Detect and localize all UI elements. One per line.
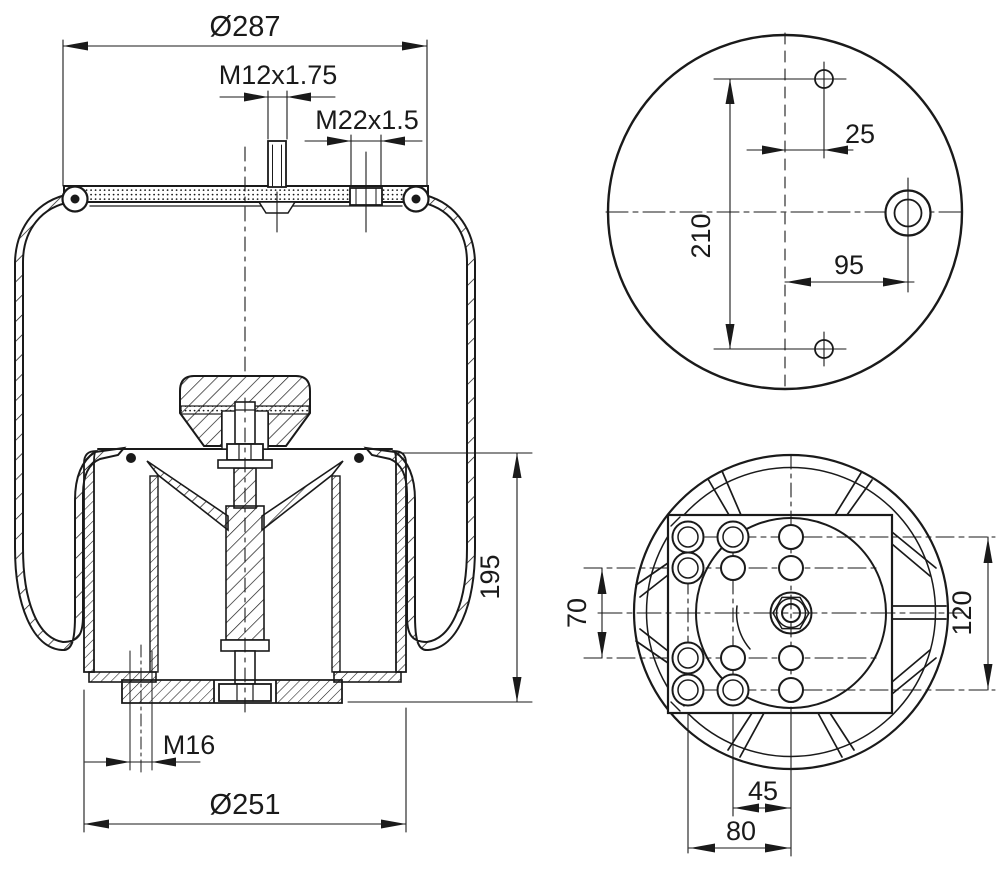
dim-hole-pair-spacing: 70 <box>562 567 607 659</box>
dim-label-stud-spacing: 210 <box>686 213 716 258</box>
dim-label-air-port: M22x1.5 <box>315 105 419 135</box>
dim-stud-spacing: 210 <box>686 78 847 350</box>
dim-label-top-diameter: Ø287 <box>210 11 281 43</box>
bead-dot-left <box>126 453 136 463</box>
m16-hole-lines <box>129 644 153 776</box>
dim-label-stud-offset: 25 <box>845 119 875 149</box>
dim-label-bottom-stud: M16 <box>163 730 216 760</box>
bead-dot-right <box>354 453 364 463</box>
section-centerlines <box>244 146 367 715</box>
dim-label-hole-offset-a: 45 <box>748 776 778 806</box>
dim-bottom-stud: M16 <box>84 730 216 767</box>
dim-label-port-offset: 95 <box>834 250 864 280</box>
m12-stud <box>257 140 297 214</box>
top-view: 210 25 95 <box>605 32 965 392</box>
dim-top-stud: M12x1.75 <box>219 60 338 140</box>
dim-label-bottom-diameter: Ø251 <box>210 789 281 821</box>
dim-hole-offset-b: 80 <box>688 816 792 853</box>
dim-bottom-diameter: Ø251 <box>83 689 407 833</box>
ribs <box>635 470 947 758</box>
dim-top-diameter: Ø287 <box>62 11 428 187</box>
bolt-holes <box>671 520 804 707</box>
dim-label-plate-span: 120 <box>947 590 977 635</box>
plate-bead-right <box>402 185 430 213</box>
dim-label-piston-height: 195 <box>475 554 505 599</box>
dim-label-hole-offset-b: 80 <box>726 816 756 846</box>
dim-label-hole-pair-spacing: 70 <box>562 598 592 628</box>
plate-bead-left <box>61 185 89 213</box>
dim-hole-offset-a: 45 <box>732 776 792 813</box>
top-plate <box>61 140 430 214</box>
dim-piston-height: 195 <box>347 452 533 703</box>
dim-plate-span: 120 <box>947 536 993 691</box>
dim-label-top-stud: M12x1.75 <box>219 60 338 90</box>
center-bolt <box>769 591 813 635</box>
bottom-view: 70 120 45 80 <box>562 453 996 857</box>
dim-stud-offset: 25 <box>746 119 875 155</box>
section-view: Ø287 M12x1.75 M22x1.5 195 <box>14 11 533 833</box>
dim-air-port: M22x1.5 <box>304 105 423 187</box>
air-port-hole <box>884 177 932 293</box>
dim-port-offset: 95 <box>784 250 915 287</box>
